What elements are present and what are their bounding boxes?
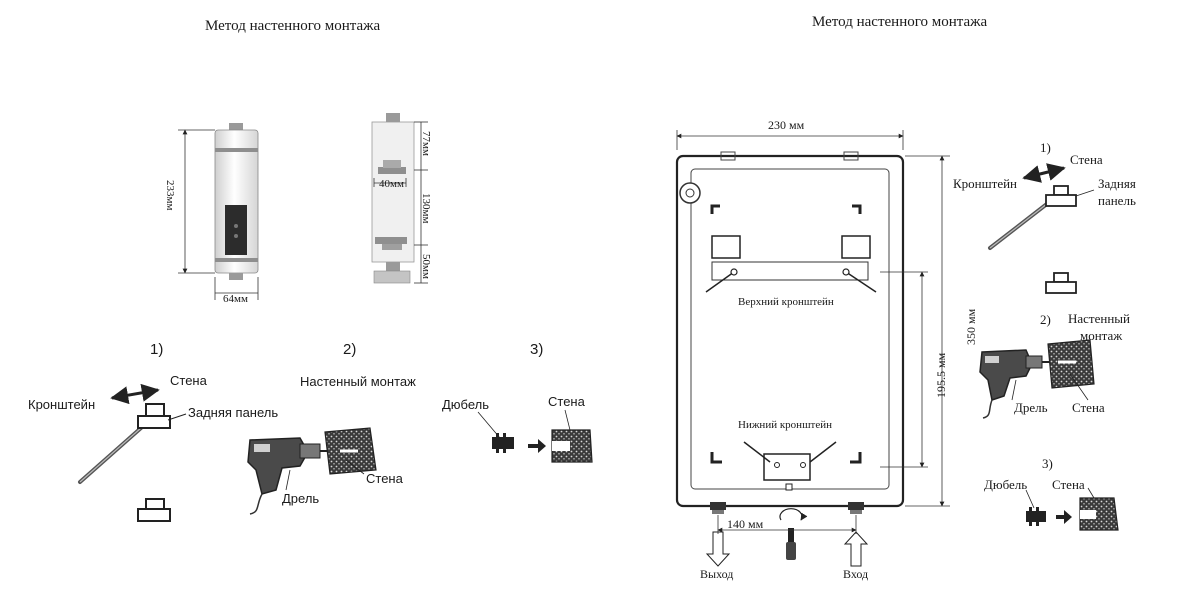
- height-350-label: 350 мм: [964, 308, 978, 345]
- step1-bracket-label: Кронштейн: [28, 397, 96, 412]
- step3-dowel-label: Дюбель: [442, 397, 490, 412]
- r-step2-number: 2): [1040, 312, 1051, 327]
- width-230-label: 230 мм: [768, 118, 805, 132]
- bottom-dim-label: 50мм: [420, 254, 432, 279]
- step3-right-dowel: [1025, 487, 1119, 531]
- r-step2-wall-label: Стена: [1072, 400, 1105, 415]
- step3-wall-label: Стена: [548, 394, 585, 409]
- r-step1-rear-panel-1: Задняя: [1098, 176, 1136, 191]
- step3-number: 3): [530, 341, 544, 358]
- heater-front-illustration: [214, 123, 259, 280]
- r-step3-number: 3): [1042, 456, 1053, 471]
- back-dimensions: [373, 121, 428, 284]
- r-step2-title-1: Настенный: [1068, 311, 1130, 326]
- spacing-195-label: 195.5 мм: [934, 352, 948, 398]
- r-step1-number: 1): [1040, 140, 1051, 155]
- step1-wall-label: Стена: [170, 373, 207, 388]
- step1-rear-panel-label: Задняя панель: [188, 405, 279, 420]
- heater-unit-outline: [675, 151, 905, 508]
- step1-number: 1): [150, 341, 164, 358]
- dimension-64: [214, 277, 259, 300]
- step2-number: 2): [343, 341, 357, 358]
- mid-dim-label: 130мм: [420, 193, 432, 224]
- width-label: 64мм: [223, 293, 248, 305]
- pipe-spacing-label: 140 мм: [727, 517, 764, 531]
- upper-bracket-label: Верхний кронштейн: [738, 296, 834, 308]
- heater-back-illustration: [371, 113, 415, 284]
- r-step1-rear-panel-2: панель: [1098, 193, 1136, 208]
- step2-right-drill: [979, 339, 1095, 419]
- outlet-label: Выход: [700, 567, 734, 581]
- pipes: [705, 502, 869, 567]
- left-title: Метод настенного монтажа: [205, 18, 381, 34]
- r-step1-wall-label: Стена: [1070, 152, 1103, 167]
- step1-right-illustration: [988, 163, 1095, 294]
- lower-bracket-label: Нижний кронштейн: [738, 419, 833, 431]
- slot-dim-label: 40мм: [379, 178, 404, 190]
- r-step1-bracket-label: Кронштейн: [953, 176, 1018, 191]
- right-title: Метод настенного монтажа: [812, 14, 988, 30]
- dimension-233: [178, 129, 215, 274]
- top-dim-label: 77мм: [420, 131, 432, 156]
- height-label: 233мм: [164, 180, 176, 211]
- step2-wall-label: Стена: [366, 471, 403, 486]
- r-step2-drill-label: Дрель: [1014, 400, 1048, 415]
- step2-title: Настенный монтаж: [300, 374, 416, 389]
- r-step3-wall-label: Стена: [1052, 477, 1085, 492]
- right-dimensions: [676, 130, 950, 534]
- r-step2-title-2: монтаж: [1080, 328, 1123, 343]
- step3-left-dowel: [477, 409, 593, 463]
- r-step3-dowel-label: Дюбель: [984, 477, 1028, 492]
- step2-left-drill: [247, 427, 377, 515]
- inlet-label: Вход: [843, 567, 869, 581]
- step2-drill-label: Дрель: [282, 491, 320, 506]
- step1-left-illustration: [78, 383, 187, 522]
